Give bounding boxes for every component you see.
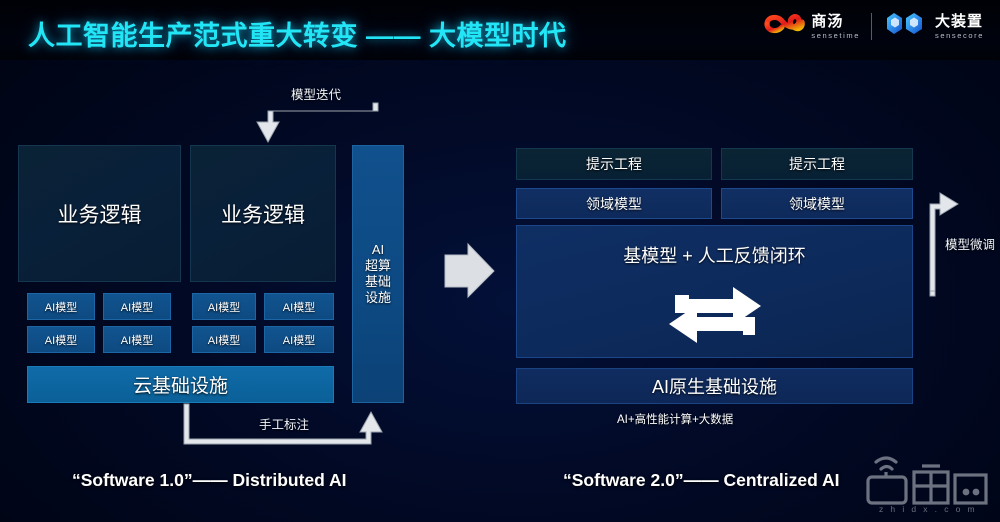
sensecore-cubes-icon [883,9,929,44]
ai-model-cell: AI模型 [27,293,95,320]
domain-model-box-1: 领域模型 [516,188,712,219]
ai-native-infrastructure-box: AI原生基础设施 [516,368,913,404]
domain-model-box-2: 领域模型 [721,188,913,219]
logo-sensecore: 大装置 sensecore [883,9,984,44]
model-iteration-arrow [256,102,379,144]
zhidx-robot-icon: z h i d x . c o m [866,456,988,514]
business-logic-box-1: 业务逻辑 [18,145,181,282]
right-arrow-icon [444,242,495,299]
business-logic-box-2: 业务逻辑 [190,145,336,282]
compute-col-line: 设施 [364,289,391,305]
sensetime-infinity-icon [761,9,806,44]
logo-sensetime: 商汤 sensetime [761,9,860,44]
base-model-box: 基模型 + 人工反馈闭环 [516,225,913,358]
model-iteration-label: 模型迭代 [291,88,342,102]
logo-divider [870,13,872,40]
ai-model-cell: AI模型 [103,326,171,353]
ai-supercompute-column: AI 超算 基础 设施 [352,145,404,403]
ai-native-infrastructure-sub: AI+高性能计算+大数据 [617,414,734,426]
sensetime-cn: 商汤 [811,12,844,30]
sensetime-en: sensetime [811,30,860,40]
sensetime-wordmark: 商汤 sensetime [811,14,860,40]
prompt-engineering-box-1: 提示工程 [516,148,712,180]
compute-col-line: 超算 [364,258,391,274]
ai-model-cell: AI模型 [103,293,171,320]
ai-model-cell: AI模型 [192,326,256,353]
right-panel-caption: “Software 2.0”—— Centralized AI [563,470,840,490]
compute-col-line: AI [371,242,385,258]
compute-col-line: 基础 [364,274,391,289]
prompt-engineering-box-2: 提示工程 [721,148,913,180]
ai-model-cell: AI模型 [27,326,95,353]
sensecore-en: sensecore [934,30,984,40]
ai-model-cell: AI模型 [264,326,334,353]
zhidx-watermark: z h i d x . c o m [862,450,992,514]
manual-annotation-label: 手工标注 [259,418,310,432]
left-panel-caption: “Software 1.0”—— Distributed AI [72,470,347,490]
ai-model-cell: AI模型 [192,293,256,320]
header-bar: 人工智能生产范式重大转变 —— 大模型时代 [0,0,1000,60]
ai-model-cell: AI模型 [264,293,334,320]
sensecore-cn: 大装置 [934,12,983,30]
cloud-infrastructure-bar: 云基础设施 [27,366,334,403]
model-finetune-label: 模型微调 [945,238,996,252]
sensecore-wordmark: 大装置 sensecore [935,14,984,40]
page-title: 人工智能生产范式重大转变 —— 大模型时代 [28,21,567,51]
logo-group-container: 商汤 sensetime [761,9,984,44]
zhidx-watermark-text: z h i d x . c o m [879,504,977,514]
refresh-loop-icon [663,283,767,352]
